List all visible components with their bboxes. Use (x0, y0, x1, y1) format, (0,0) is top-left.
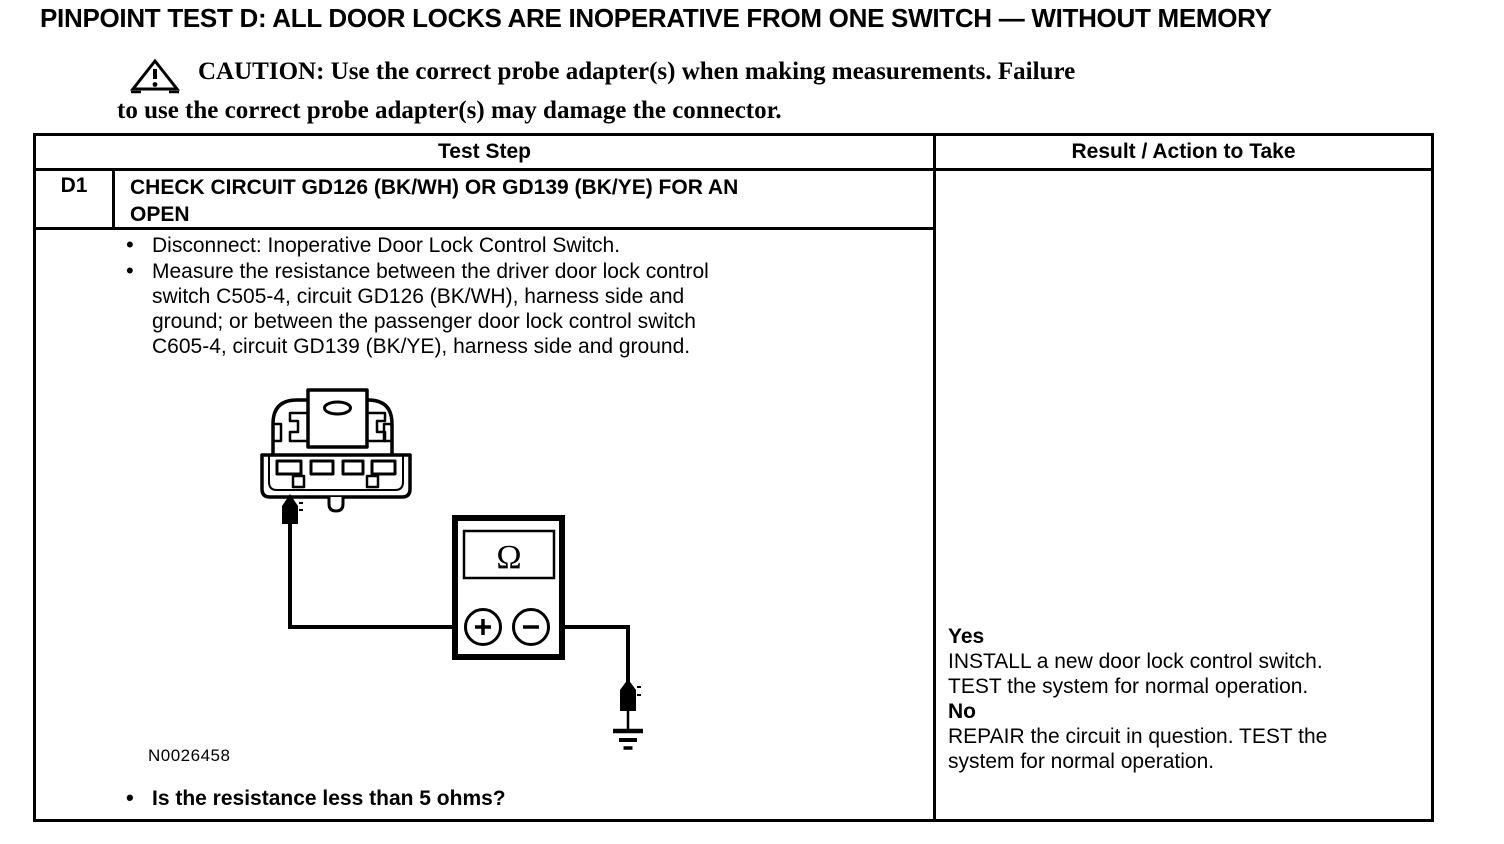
bullet-question: Is the resistance less than 5 ohms? (124, 785, 506, 811)
ground-probe-icon (620, 679, 636, 711)
plus-terminal (464, 608, 502, 646)
results-block: Yes INSTALL a new door lock control swit… (948, 624, 1436, 774)
warning-triangle-icon (129, 58, 181, 94)
connector-probe-icon (282, 494, 298, 524)
plus-icon (475, 619, 491, 635)
caution-text-line1: CAUTION: Use the correct probe adapter(s… (198, 58, 1076, 85)
ground-symbol-icon (613, 711, 643, 750)
multimeter: Ω (452, 515, 565, 660)
header-result-action: Result / Action to Take (1071, 140, 1296, 163)
step-title: CHECK CIRCUIT GD126 (BK/WH) OR GD139 (BK… (130, 176, 739, 226)
figure-label: N0026458 (148, 746, 231, 765)
table-header-row: Test Step Result / Action to Take (36, 136, 1431, 171)
result-yes-label: Yes (948, 625, 985, 648)
bullet-measure: Measure the resistance between the drive… (124, 258, 709, 359)
caution-line-1: CAUTION: Use the correct probe adapter(s… (117, 55, 1347, 94)
ohm-symbol: Ω (496, 539, 521, 576)
caution-text-line2: to use the correct probe adapter(s) may … (117, 97, 782, 124)
header-test-step: Test Step (438, 140, 531, 163)
bullet-disconnect: Disconnect: Inoperative Door Lock Contro… (124, 232, 620, 258)
pinpoint-table: Test Step Result / Action to Take D1 CHE… (33, 133, 1434, 822)
probe-grip-marks (299, 502, 303, 511)
step-id: D1 (36, 171, 115, 227)
step-heading-row: D1 CHECK CIRCUIT GD126 (BK/WH) OR GD139 … (36, 171, 933, 230)
measurement-figure: Ω (260, 388, 643, 750)
result-no-label: No (948, 700, 976, 723)
column-divider (933, 136, 936, 819)
minus-terminal (512, 608, 550, 646)
page-title: PINPOINT TEST D: ALL DOOR LOCKS ARE INOP… (40, 3, 1272, 33)
result-no-action: REPAIR the circuit in question. TEST the… (948, 725, 1328, 773)
ohmmeter-display (462, 529, 556, 580)
ground-probe-grip-marks (637, 686, 641, 696)
caution-block: CAUTION: Use the correct probe adapter(s… (117, 55, 1347, 128)
result-yes-action: INSTALL a new door lock control switch. … (948, 650, 1323, 698)
connector-diagram (260, 388, 412, 513)
